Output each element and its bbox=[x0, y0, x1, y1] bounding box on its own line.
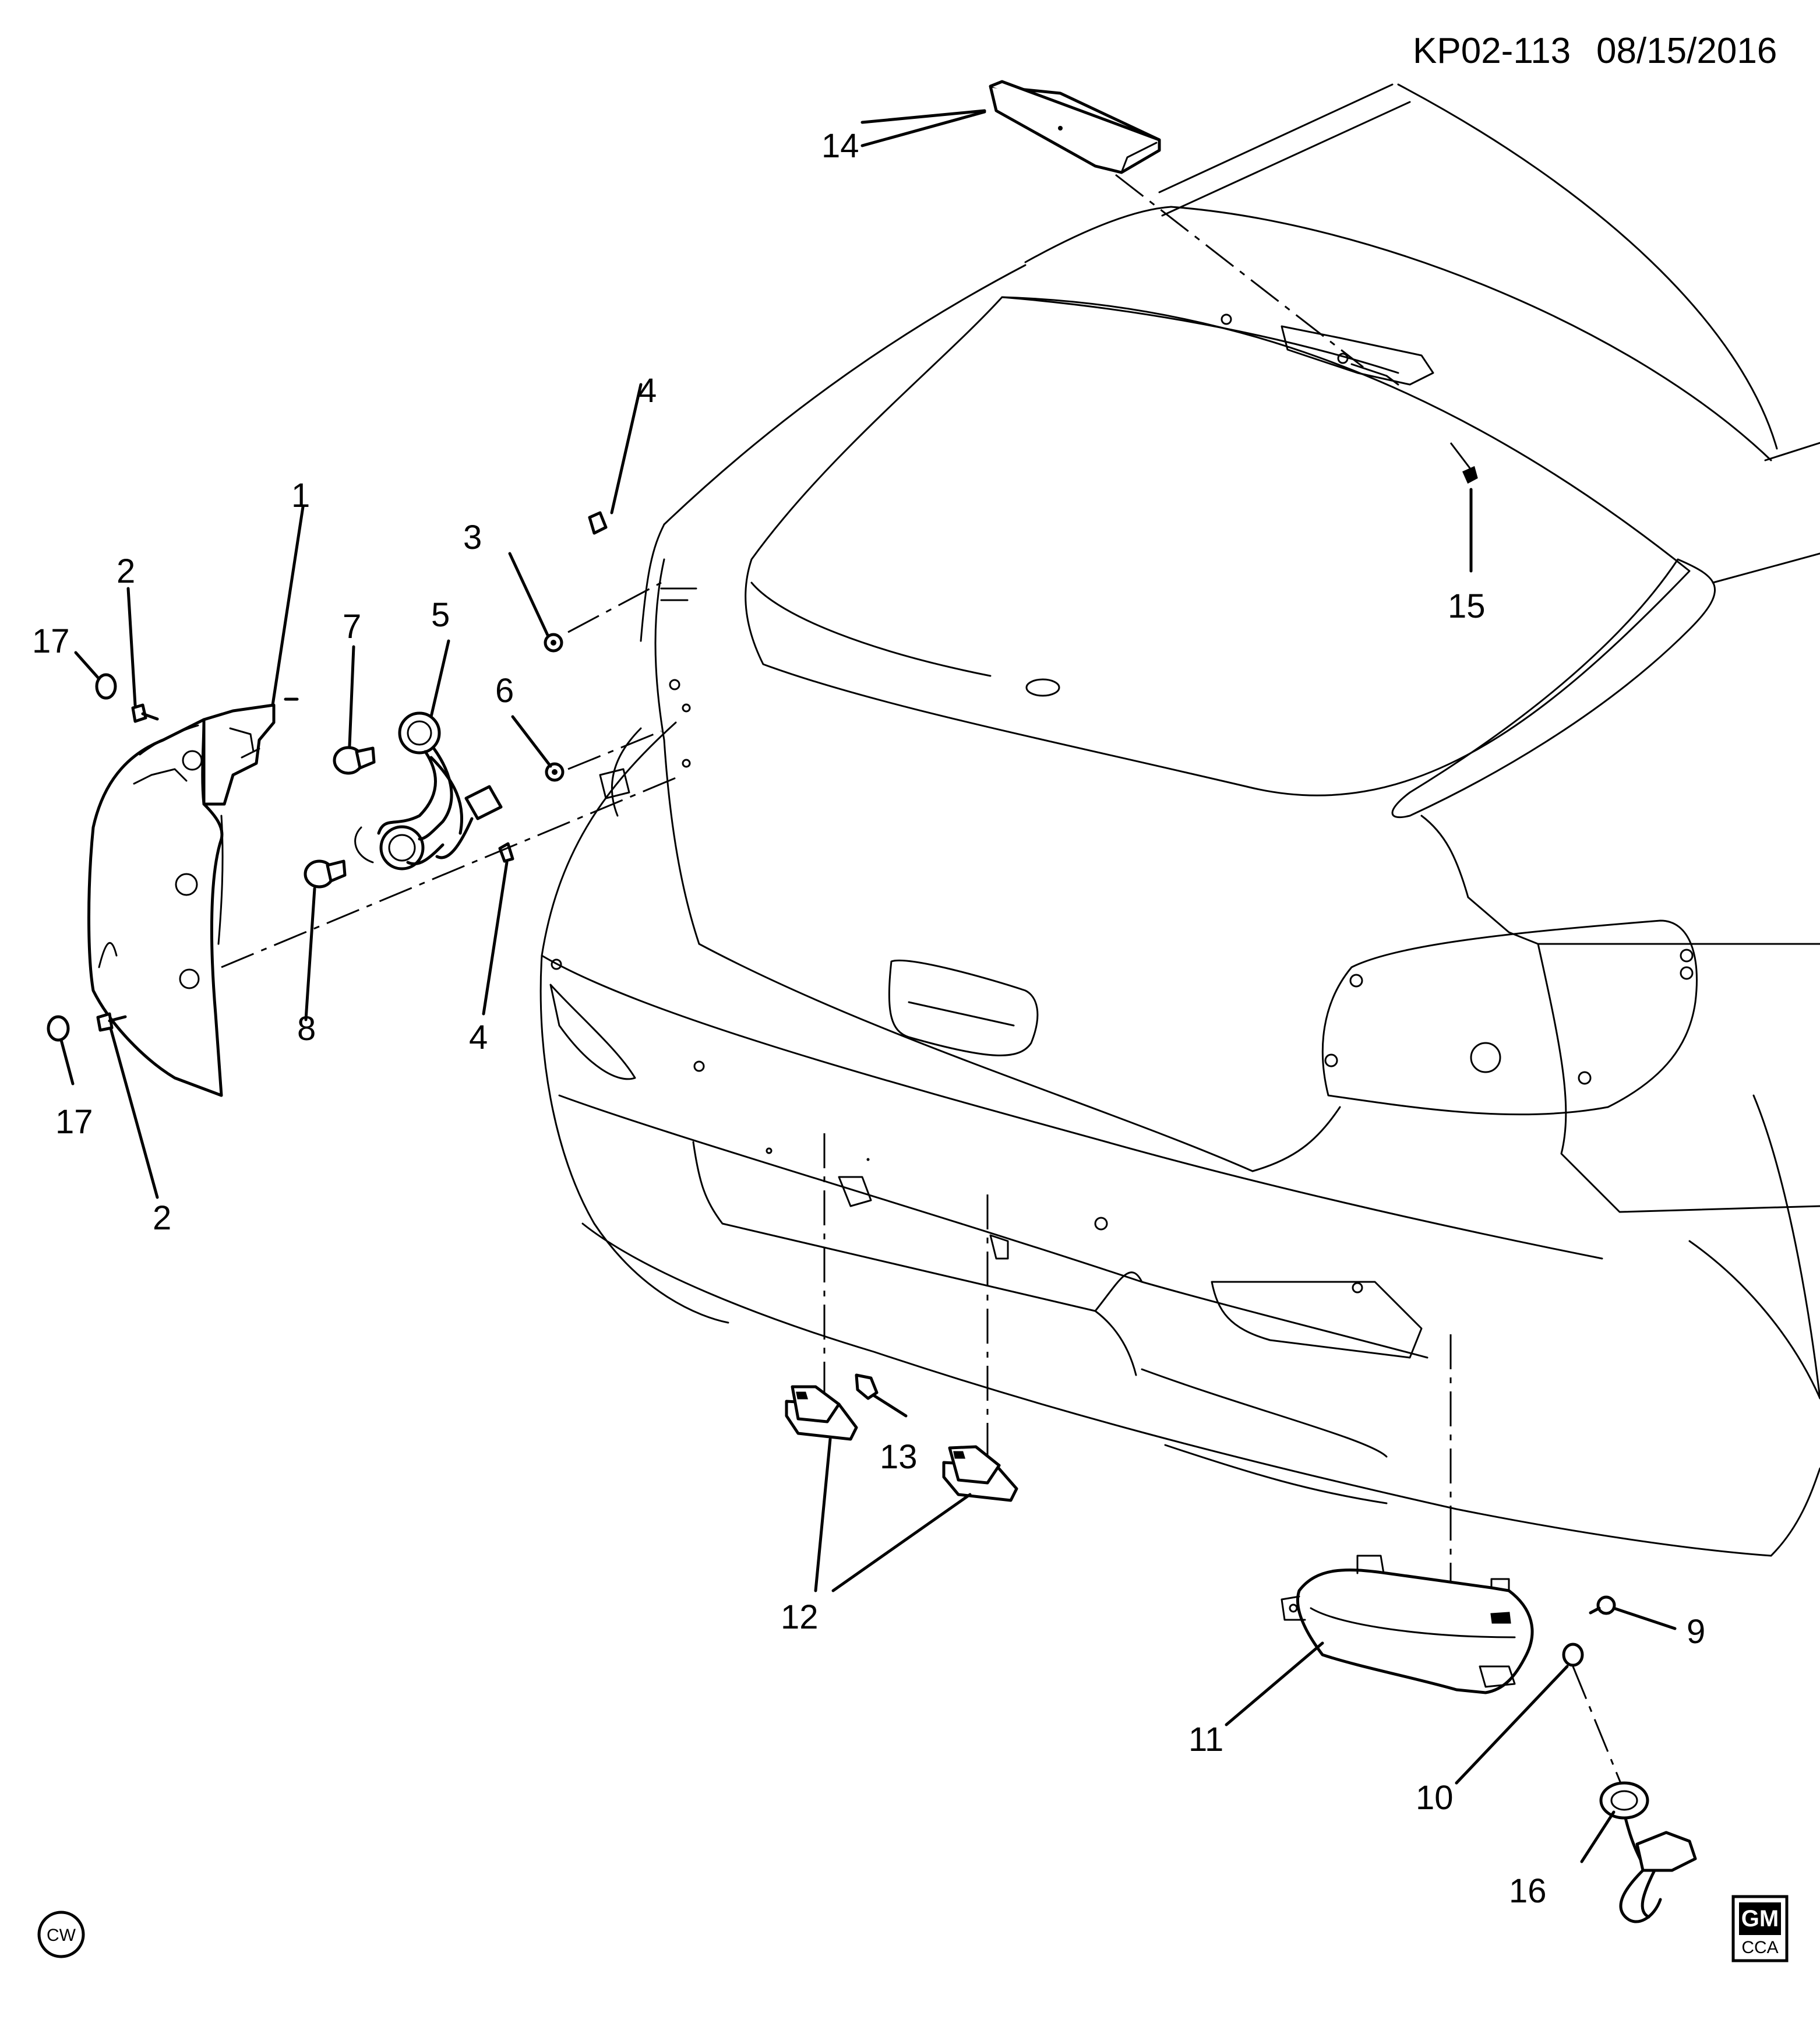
callout-6: 6 bbox=[495, 672, 514, 710]
cap-17-lower bbox=[47, 1015, 70, 1042]
license-lamp-left bbox=[785, 1385, 858, 1441]
gm-logo-sub: CCA bbox=[1741, 1938, 1778, 1957]
callout-5: 5 bbox=[431, 596, 450, 634]
socket-16 bbox=[1599, 1781, 1697, 1923]
callout-7: 7 bbox=[343, 608, 361, 646]
clip-4-lower bbox=[498, 842, 514, 863]
callout-4-upper: 4 bbox=[638, 372, 657, 410]
callout-1: 1 bbox=[291, 477, 310, 514]
callout-15: 15 bbox=[1448, 587, 1486, 625]
callout-8: 8 bbox=[297, 1010, 316, 1048]
vehicle-rear-outline bbox=[539, 83, 1820, 1557]
callout-17-lower: 17 bbox=[55, 1103, 93, 1141]
license-lamp-right bbox=[942, 1445, 1018, 1502]
callout-9: 9 bbox=[1687, 1613, 1705, 1651]
callout-2-lower: 2 bbox=[153, 1199, 171, 1237]
bulb-7 bbox=[333, 746, 376, 775]
cap-17-upper bbox=[95, 673, 117, 700]
socket-harness-5 bbox=[354, 711, 503, 871]
cw-text: CW bbox=[47, 1926, 76, 1945]
bulb-8 bbox=[304, 859, 347, 889]
callout-16: 16 bbox=[1509, 1872, 1547, 1910]
high-mount-stop-lamp bbox=[989, 80, 1161, 174]
gm-logo: GM CCA bbox=[1731, 1895, 1789, 1962]
leader-lines bbox=[174, 109, 1627, 1795]
screw-9 bbox=[1589, 1595, 1616, 1615]
clip-4-upper bbox=[588, 511, 608, 535]
nut-6 bbox=[545, 762, 565, 782]
tail-lamp bbox=[87, 703, 276, 1097]
nut-15 bbox=[1462, 466, 1478, 484]
nut-3 bbox=[544, 633, 563, 653]
callout-2-upper: 2 bbox=[117, 552, 135, 590]
callout-12: 12 bbox=[781, 1598, 819, 1636]
callout-13: 13 bbox=[880, 1438, 918, 1476]
diagram-date: 08/15/2016 bbox=[1596, 31, 1777, 71]
callout-10: 10 bbox=[1416, 1779, 1454, 1817]
cw-badge: CW bbox=[37, 1911, 85, 1958]
gm-logo-text: GM bbox=[1741, 1906, 1779, 1932]
callout-3: 3 bbox=[463, 519, 482, 556]
callout-11: 11 bbox=[1188, 1721, 1223, 1758]
rear-fog-lamp bbox=[1281, 1555, 1534, 1694]
callout-4-lower: 4 bbox=[469, 1018, 488, 1056]
screw-2-upper bbox=[131, 703, 159, 723]
diagram-code: KP02-113 bbox=[1413, 31, 1571, 71]
callout-14: 14 bbox=[821, 127, 859, 165]
callout-labels: 1 2 2 3 4 4 5 6 7 8 9 10 11 12 13 14 15 … bbox=[32, 127, 1705, 1910]
callout-leaders bbox=[59, 110, 1677, 1863]
bulb-10 bbox=[1562, 1643, 1584, 1667]
callout-17-upper: 17 bbox=[32, 622, 70, 660]
